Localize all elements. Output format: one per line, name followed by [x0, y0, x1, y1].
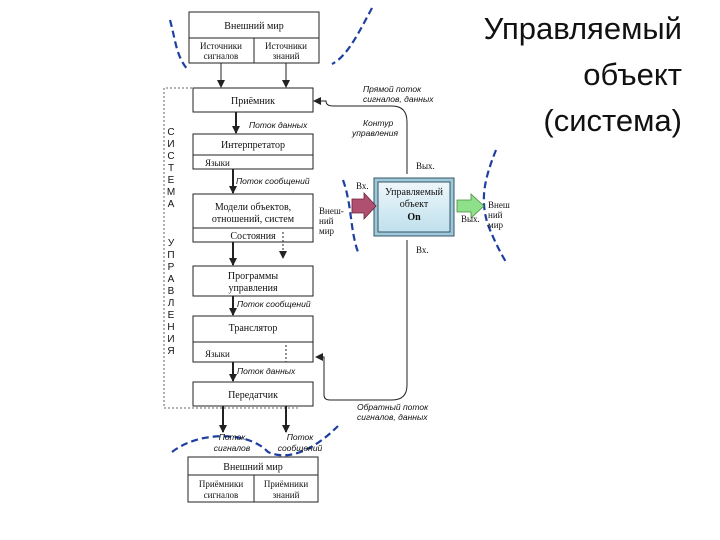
svg-text:Т: Т — [168, 163, 174, 174]
svg-text:Н: Н — [167, 322, 174, 333]
svg-text:Управляемый: Управляемый — [385, 187, 444, 198]
external-world-top-header: Внешний мир — [224, 21, 283, 32]
world-boundaries — [168, 7, 507, 457]
svg-text:ний: ний — [319, 216, 334, 226]
svg-text:отношений, систем: отношений, систем — [212, 214, 295, 225]
svg-text:знаний: знаний — [273, 490, 300, 500]
svg-text:Модели объектов,: Модели объектов, — [215, 202, 291, 213]
boundary-bottom — [171, 425, 339, 457]
label-feedback-1: Обратный поток — [357, 402, 429, 412]
svg-text:Передатчик: Передатчик — [228, 390, 278, 401]
svg-text:С: С — [167, 127, 174, 138]
svg-text:А: А — [168, 274, 175, 285]
svg-text:Поток: Поток — [219, 432, 247, 442]
label-input-left: Вх. — [356, 181, 369, 191]
label-feedback-2: сигналов, данных — [357, 412, 428, 422]
svg-text:Е: Е — [168, 310, 175, 321]
svg-text:Состояния: Состояния — [230, 231, 276, 242]
svg-text:Внешний мир: Внешний мир — [223, 462, 282, 473]
svg-text:знаний: знаний — [273, 51, 300, 61]
svg-text:Оn: Оn — [407, 212, 421, 223]
vertical-label-system: С И С Т Е М А — [167, 127, 175, 210]
svg-text:И: И — [167, 139, 174, 150]
svg-text:Источники: Источники — [200, 41, 242, 51]
label-message-flow-1: Поток сообщений — [236, 176, 310, 186]
box-translator: Транслятор Языки — [192, 315, 314, 363]
feedback-path — [315, 240, 408, 401]
svg-text:Приёмник: Приёмник — [231, 96, 275, 107]
svg-text:У: У — [168, 238, 175, 249]
svg-text:Языки: Языки — [205, 349, 230, 359]
svg-text:Внеш: Внеш — [488, 200, 510, 210]
external-world-top: Внешний мир Источники сигналов Источники… — [188, 11, 320, 64]
vertical-label-control: У П Р А В Л Е Н И Я — [167, 238, 174, 357]
svg-text:сигналов: сигналов — [214, 443, 251, 453]
output-arrow — [456, 193, 485, 219]
svg-text:ний: ний — [488, 210, 503, 220]
input-arrow — [351, 191, 377, 221]
label-control-loop-2: управления — [351, 128, 398, 138]
label-message-flow-2: Поток сообщений — [237, 299, 311, 309]
label-input-bottom: Вх. — [416, 245, 429, 255]
svg-text:Интерпретатор: Интерпретатор — [221, 140, 285, 151]
svg-text:Р: Р — [168, 262, 175, 273]
control-loop — [313, 97, 408, 401]
svg-text:Транслятор: Транслятор — [229, 323, 278, 334]
label-output-top: Вых. — [416, 161, 435, 171]
svg-text:П: П — [167, 250, 174, 261]
svg-text:сигналов: сигналов — [204, 490, 239, 500]
boundary-mid — [341, 179, 360, 253]
svg-text:управления: управления — [228, 283, 278, 294]
box-receiver: Приёмник — [192, 87, 314, 113]
slide-title: Управляемый объект (система) — [484, 6, 682, 144]
boundary-right — [482, 149, 507, 263]
svg-text:Е: Е — [168, 175, 175, 186]
title-line-2: объект — [583, 57, 682, 92]
svg-text:Языки: Языки — [205, 158, 230, 168]
svg-text:М: М — [167, 187, 175, 198]
svg-text:Поток: Поток — [287, 432, 315, 442]
controlled-object: Управляемый объект Оn — [373, 177, 455, 237]
svg-text:И: И — [167, 334, 174, 345]
boundary-top-left — [168, 19, 189, 71]
title-line-1: Управляемый — [483, 11, 682, 46]
svg-text:Я: Я — [167, 346, 174, 357]
svg-text:Приёмники: Приёмники — [199, 479, 244, 489]
svg-text:Приёмники: Приёмники — [264, 479, 309, 489]
svg-text:Программы: Программы — [228, 271, 278, 282]
svg-text:мир: мир — [319, 226, 335, 236]
label-control-loop-1: Контур — [363, 118, 394, 128]
label-data-flow-1: Поток данных — [249, 120, 308, 130]
box-interpreter: Интерпретатор Языки — [192, 133, 314, 170]
box-programs: Программы управления — [192, 265, 314, 297]
svg-text:мир: мир — [488, 220, 504, 230]
svg-text:А: А — [168, 199, 175, 210]
label-direct-flow-2: сигналов, данных — [363, 94, 434, 104]
external-world-bottom: Внешний мир Приёмники сигналов Приёмники… — [187, 456, 319, 503]
box-models: Модели объектов, отношений, систем Состо… — [192, 193, 314, 243]
label-data-flow-2: Поток данных — [237, 366, 296, 376]
svg-text:Л: Л — [168, 298, 175, 309]
svg-text:объект: объект — [400, 199, 429, 210]
direct-path — [313, 97, 408, 174]
label-direct-flow-1: Прямой поток — [363, 84, 422, 94]
boundary-top-right — [331, 7, 373, 65]
title-line-3: (система) — [543, 103, 682, 138]
svg-text:Источники: Источники — [265, 41, 307, 51]
box-transmitter: Передатчик — [192, 381, 314, 407]
svg-text:В: В — [168, 286, 175, 297]
svg-text:сигналов: сигналов — [204, 51, 239, 61]
svg-text:С: С — [167, 151, 174, 162]
svg-text:Внеш-: Внеш- — [319, 206, 344, 216]
svg-text:сообщений: сообщений — [278, 443, 323, 453]
label-output-right: Вых. — [461, 214, 480, 224]
